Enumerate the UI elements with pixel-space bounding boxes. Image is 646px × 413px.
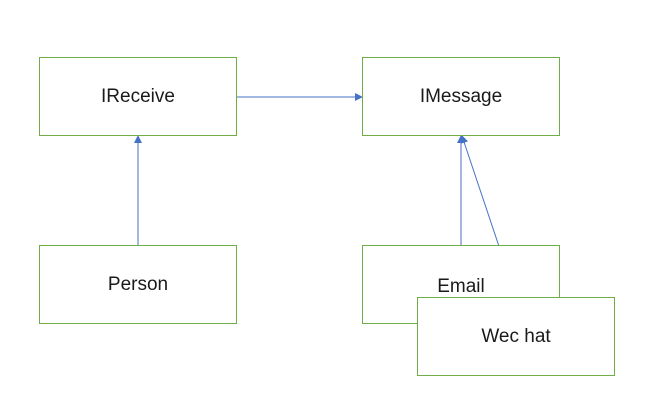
node-person: Person — [39, 245, 237, 324]
node-imessage-label: IMessage — [419, 85, 503, 107]
node-imessage: IMessage — [362, 57, 560, 136]
node-ireceive-label: IReceive — [101, 85, 175, 107]
node-ireceive: IReceive — [39, 57, 237, 136]
node-person-label: Person — [107, 273, 169, 295]
node-wechat-label: Wec hat — [481, 325, 551, 347]
node-wechat: Wec hat — [417, 297, 615, 376]
node-email-label: Email — [437, 276, 485, 297]
